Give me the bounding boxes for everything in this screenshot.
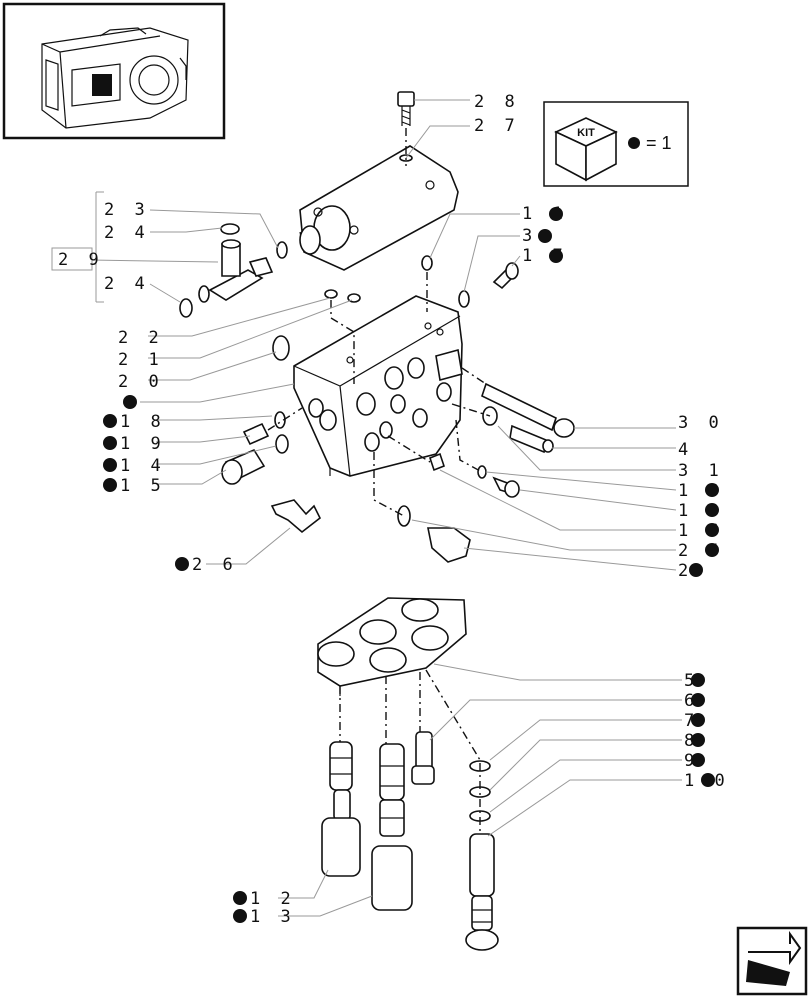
callout-27: 2 7 (474, 116, 520, 136)
callout-3: 3 (522, 226, 537, 246)
callout-24-lower: 2 4 (104, 274, 150, 294)
callout-23: 2 3 (104, 200, 150, 220)
long-screw (481, 382, 575, 438)
callout-14: 1 4 (120, 456, 166, 476)
callout-7: 7 (684, 711, 699, 731)
leader-lines (89, 99, 682, 917)
mounting-plate (317, 597, 467, 696)
callout-19-left: 1 9 (120, 434, 166, 454)
callout-28: 2 8 (474, 92, 520, 112)
callout-30: 3 0 (678, 413, 724, 433)
callout-2: 2 (678, 561, 693, 581)
callout-13: 1 3 (250, 907, 296, 927)
callout-5: 5 (684, 671, 699, 691)
kit-equals-text: = 1 (646, 133, 672, 153)
callout-9: 9 (684, 751, 699, 771)
callout-21: 2 1 (118, 350, 164, 370)
plug-14 (275, 434, 289, 454)
screw-17 (492, 262, 519, 290)
callout-6: 6 (684, 691, 699, 711)
spool-12 (321, 741, 361, 877)
callout-4: 4 (678, 440, 693, 460)
kit-legend: KIT = 1 (543, 101, 689, 187)
plug-25 (397, 505, 471, 563)
spool-13 (371, 743, 413, 911)
callout-31: 3 1 (678, 461, 724, 481)
valve-block (293, 295, 463, 477)
spool-10 (465, 833, 499, 951)
callout-29: 2 9 (58, 250, 104, 270)
cover-screw (397, 91, 415, 126)
valve-cover (299, 145, 459, 271)
next-page-arrow-icon[interactable] (736, 926, 808, 996)
callout-22: 2 2 (118, 328, 164, 348)
plug-18 (274, 411, 286, 429)
plug-19 (242, 422, 270, 446)
callout-15: 1 5 (120, 476, 166, 496)
callout-24-upper: 2 4 (104, 223, 150, 243)
callout-labels: 2 8 2 7 2 3 2 4 2 9 2 4 1 1 3 1 7 2 2 2 … (51, 92, 725, 927)
kit-label: KIT (577, 127, 595, 139)
callout-20: 2 0 (118, 372, 164, 392)
callout-18-left: 1 8 (120, 412, 166, 432)
callout-8: 8 (684, 731, 699, 751)
block-orings (272, 255, 470, 361)
callout-26: 2 6 (192, 555, 238, 575)
spool-screw-6 (411, 731, 435, 785)
elbow-fitting (270, 499, 322, 534)
transmission-housing-sketch (41, 27, 189, 129)
small-screw (477, 465, 520, 498)
tee-fitting (179, 223, 288, 318)
plug-15 (221, 448, 266, 485)
adapter-fitting (482, 406, 554, 454)
locator-thumbnail[interactable] (2, 2, 226, 140)
callout-12: 1 2 (250, 889, 296, 909)
small-plug-16 (429, 452, 445, 472)
